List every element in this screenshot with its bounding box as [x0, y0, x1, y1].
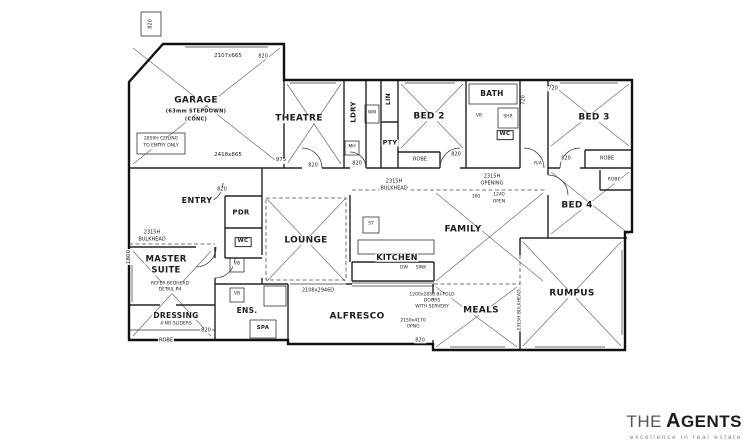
dim-label-robe: ROBE	[599, 155, 615, 162]
room-label-wc: WC	[234, 237, 252, 247]
room-label-pdr: PDR	[231, 208, 251, 217]
room-label-suite: SUITE	[150, 265, 182, 276]
room-label-bed-3: BED 3	[577, 112, 611, 123]
dim-label-1240: 1240	[492, 192, 506, 199]
dim-label-r-a: R/A	[533, 161, 543, 168]
room-label-master: MASTER	[144, 254, 188, 265]
dim-label-820: 820	[414, 337, 426, 344]
dim-label-robe: ROBE	[606, 177, 622, 184]
room-label-ens: ENS.	[235, 306, 259, 316]
dim-label-st: ST	[367, 221, 375, 228]
room-label-meals: MEALS	[462, 305, 500, 316]
dim-label-2315h-bulkhead: 2315H BULKHEAD	[517, 288, 524, 332]
dim-label-with-servery: WITH SERVERY	[414, 304, 450, 311]
agency-name-the: THE	[626, 412, 662, 431]
dim-label-820: 820	[200, 327, 212, 334]
dim-label-820: 820	[216, 186, 228, 193]
dim-label-820: 820	[307, 162, 319, 169]
agency-tagline: excellence in real estate	[629, 434, 742, 441]
dim-label-4-no-sliders: 4 NO SLIDERS	[159, 321, 193, 328]
dim-label-opng: OPNG	[405, 324, 421, 331]
dim-label-820: 820	[450, 151, 462, 158]
dim-label-300: 300	[470, 194, 482, 201]
room-label-conc: (CONC)	[183, 116, 209, 123]
room-label-pty: PTY	[381, 138, 399, 147]
dim-label-vb: VB	[232, 291, 242, 298]
dim-label-bulkhead: BULKHEAD	[379, 185, 409, 192]
room-label-kitchen: KITCHEN	[375, 252, 419, 263]
room-label-ldry: LDRY	[349, 100, 358, 124]
room-label-bed-2: BED 2	[412, 111, 446, 122]
dim-label-detail-p4: DETAIL P4	[157, 287, 183, 294]
dim-label-robe: ROBE	[412, 156, 428, 163]
room-label-bath: BATH	[479, 89, 505, 99]
dim-label-doors: DOORS	[422, 298, 442, 305]
dim-label-vb: VB	[474, 113, 484, 120]
dim-label-2315h: 2315H	[482, 173, 502, 180]
dim-label-sink: SINK	[414, 265, 428, 272]
room-label-dressing: DRESSING	[152, 311, 200, 321]
dim-label-2108x2946d: 2108x2946D	[300, 287, 336, 294]
dim-label-dw: DW	[399, 265, 409, 272]
room-label-rumpus: RUMPUS	[548, 288, 596, 299]
dim-label-820: 820	[560, 155, 572, 162]
dim-label-1800: 1800	[126, 249, 133, 265]
dim-label-1200x2850-bi-fold: 1200x2850 BI-FOLD	[408, 292, 456, 299]
dim-label-wm: WM	[366, 110, 378, 117]
dim-label-975: 975	[274, 157, 288, 164]
dim-label-opening: OPENING	[479, 180, 505, 187]
dim-label-to-entry-only: TO ENTRY ONLY	[142, 143, 180, 150]
room-label-theatre: THEATRE	[274, 113, 324, 124]
exterior-walls	[127, 42, 634, 352]
room-label-garage: GARAGE	[173, 95, 219, 106]
dim-label-bulkhead: BULKHEAD	[137, 236, 167, 243]
room-label-bed-4: BED 4	[560, 200, 594, 211]
room-label-lin: LIN	[384, 92, 393, 106]
room-label-wc: WC	[496, 130, 514, 140]
dim-label-robe: ROBE	[158, 337, 174, 344]
dim-label-vb: VB	[232, 261, 242, 268]
dim-label-720: 720	[520, 94, 527, 106]
room-label-63mm-stepdown: (63mm STEPDOWN)	[164, 108, 228, 115]
dim-label-820: 820	[257, 53, 269, 60]
dim-label-mh: MH	[347, 144, 357, 151]
dim-label-shr: SHR	[502, 114, 514, 121]
dim-label-2315h: 2315H	[384, 178, 404, 185]
dim-label-2418x865: 2418x865	[213, 152, 243, 159]
room-label-spa: SPA	[255, 325, 271, 332]
agency-name-agents: AGENTS	[665, 410, 742, 432]
dim-label-720: 720	[547, 85, 559, 92]
dim-label-2150x4170: 2150x4170	[399, 318, 427, 325]
interior-walls	[129, 80, 632, 350]
dim-label-refer-bedhead: REFER BEDHEAD	[149, 281, 191, 288]
dim-label-2850h-ceiling: 2850H CEILING	[142, 136, 180, 143]
dim-label-2315h: 2315H	[142, 229, 162, 236]
room-label-alfresco: ALFRESCO	[328, 311, 386, 322]
room-label-lounge: LOUNGE	[283, 235, 329, 246]
dim-label-2107x665: 2107x665	[213, 53, 243, 60]
dim-label-820: 820	[351, 160, 363, 167]
dim-label-open: OPEN	[491, 199, 507, 206]
dim-label-820: 820	[147, 18, 154, 30]
room-label-entry: ENTRY	[180, 195, 214, 206]
room-label-family: FAMILY	[443, 224, 483, 235]
